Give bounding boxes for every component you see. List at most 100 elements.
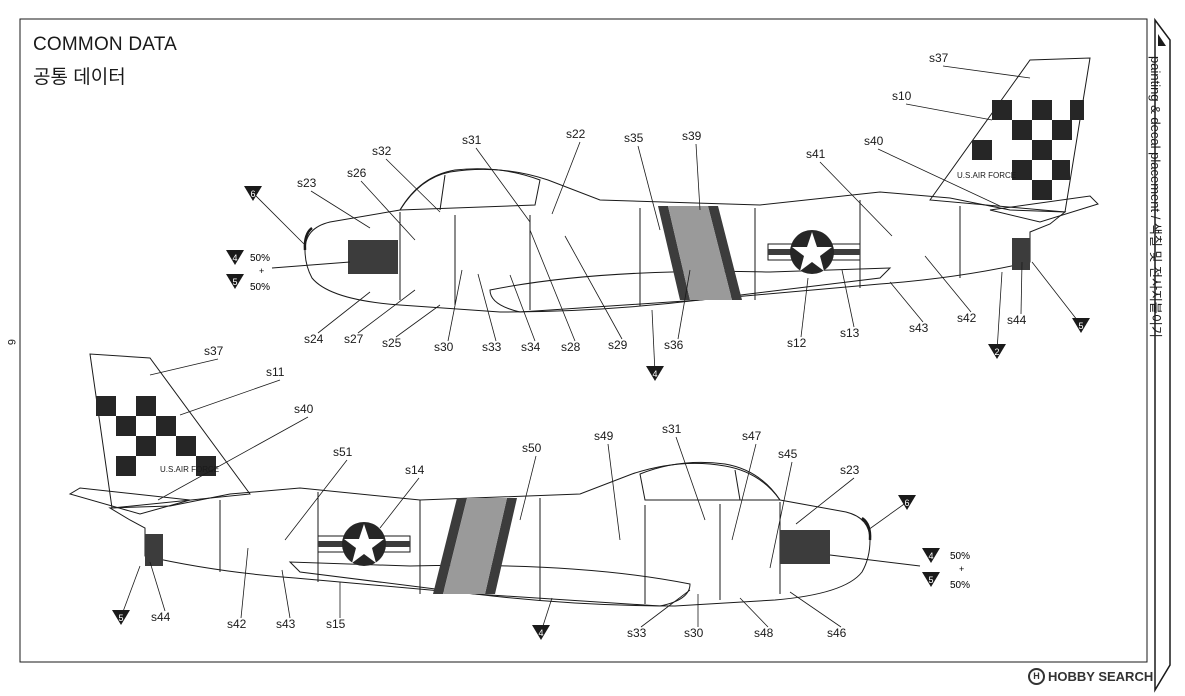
top-leader-line bbox=[889, 281, 924, 323]
top-leader-line bbox=[475, 147, 531, 223]
top-leader-line bbox=[564, 235, 623, 340]
bottom-decal-label: s46 bbox=[827, 626, 847, 640]
top-decal-label: s33 bbox=[482, 340, 502, 354]
page-frame bbox=[19, 18, 1148, 663]
mix-plus-bottom: + bbox=[959, 564, 964, 574]
bottom-leader-line bbox=[281, 569, 291, 619]
top-leader-line bbox=[877, 148, 1001, 207]
bottom-leader-line bbox=[179, 379, 281, 416]
bottom-leader-line bbox=[379, 477, 420, 529]
mix-pct-a-bottom: 50% bbox=[950, 551, 970, 562]
mix-note-bottom: 4 50% + 5 50% bbox=[829, 548, 970, 591]
top-decal-label: s41 bbox=[806, 147, 826, 161]
bottom-decal-label: s37 bbox=[204, 344, 224, 358]
bottom-decal-label: s31 bbox=[662, 422, 682, 436]
top-decal-label: s28 bbox=[561, 340, 581, 354]
bottom-leader-line bbox=[149, 561, 166, 612]
bottom-leader-line bbox=[795, 477, 855, 525]
bottom-decal-label: s42 bbox=[227, 617, 247, 631]
top-leader-line bbox=[800, 277, 809, 338]
bottom-leader-line bbox=[675, 436, 706, 521]
mix-pct-a-top: 50% bbox=[250, 253, 270, 264]
paint-ref-triangle-icon bbox=[532, 625, 550, 640]
top-leader-line bbox=[385, 158, 441, 213]
mix-pct-b-bottom: 50% bbox=[950, 580, 970, 591]
top-decal-label: s12 bbox=[787, 336, 807, 350]
mix-marker-a-bottom-num: 4 bbox=[928, 551, 933, 561]
top-decal-label: s34 bbox=[521, 340, 541, 354]
tail-text-top: U.S.AIR FORCE bbox=[957, 171, 1016, 180]
bottom-leader-line bbox=[789, 591, 842, 628]
fuselage-stripe-1-bottom bbox=[485, 498, 517, 594]
top-decal-label: s37 bbox=[929, 51, 949, 65]
paint-ref-number: 2 bbox=[994, 347, 999, 357]
canopy-bottom bbox=[639, 461, 781, 501]
bottom-leader-line bbox=[731, 443, 757, 541]
mix-note-top: 4 50% + 5 50% bbox=[226, 250, 351, 293]
top-leader-line bbox=[819, 161, 893, 237]
top-decal-label: s35 bbox=[624, 131, 644, 145]
top-leader-line bbox=[357, 289, 416, 334]
paint-ref-leader-line bbox=[252, 192, 305, 245]
top-decal-label: s22 bbox=[566, 127, 586, 141]
bottom-decal-label: s48 bbox=[754, 626, 774, 640]
paint-ref-leader-line bbox=[1031, 261, 1082, 326]
bottom-decal-label: s40 bbox=[294, 402, 314, 416]
bottom-leader-line bbox=[519, 455, 537, 521]
tail-text-bottom: U.S.AIR FORCE bbox=[160, 465, 219, 474]
bottom-decal-label: s47 bbox=[742, 429, 762, 443]
bottom-decal-label: s23 bbox=[840, 463, 860, 477]
top-decal-label: s44 bbox=[1007, 313, 1027, 327]
fuselage-stripe-2-top bbox=[708, 206, 742, 300]
side-tab-label: painting & decal placement / 색칠 및 전사지붙이기 bbox=[1148, 56, 1163, 338]
gun-panel-decal-bottom bbox=[780, 530, 830, 564]
bottom-decal-label: s43 bbox=[276, 617, 296, 631]
bottom-leader-line bbox=[607, 443, 621, 541]
gun-panel-decal-top bbox=[348, 240, 398, 274]
page-title-korean: 공통 데이터 bbox=[33, 67, 126, 88]
paint-ref-triangle-icon bbox=[988, 344, 1006, 359]
top-leader-line bbox=[529, 229, 576, 342]
bottom-decal-label: s50 bbox=[522, 441, 542, 455]
bottom-decal-label: s33 bbox=[627, 626, 647, 640]
bottom-decal-label: s15 bbox=[326, 617, 346, 631]
top-leader-line bbox=[551, 141, 581, 215]
top-decal-label: s30 bbox=[434, 340, 454, 354]
mix-marker-b-top-num: 5 bbox=[232, 277, 237, 287]
fuselage-stripe-1-top bbox=[658, 206, 690, 300]
bottom-leader-line bbox=[284, 459, 348, 541]
fuselage-outline-bottom bbox=[108, 462, 871, 607]
top-leader-line bbox=[310, 190, 371, 229]
hobby-search-logo-icon: H bbox=[1028, 668, 1045, 686]
paint-ref-number: 5 bbox=[118, 613, 123, 623]
paint-ref-leader-line bbox=[996, 271, 1003, 352]
top-leader-line bbox=[942, 65, 1031, 79]
paint-ref-number: 4 bbox=[538, 628, 543, 638]
top-decal-label: s36 bbox=[664, 338, 684, 352]
top-leader-line bbox=[1020, 261, 1023, 315]
top-leader-line bbox=[924, 255, 972, 313]
tail-band-top bbox=[1012, 238, 1030, 270]
bottom-leader-line bbox=[640, 589, 691, 628]
paint-ref-number: 6 bbox=[250, 189, 255, 199]
bottom-decal-label: s14 bbox=[405, 463, 425, 477]
paint-ref-triangle-icon bbox=[646, 366, 664, 381]
bottom-decal-label: s44 bbox=[151, 610, 171, 624]
top-decal-label: s26 bbox=[347, 166, 367, 180]
top-leader-line bbox=[841, 269, 855, 328]
canopy-top bbox=[399, 168, 541, 211]
top-decal-label: s39 bbox=[682, 129, 702, 143]
bottom-leader-line bbox=[769, 461, 793, 569]
wing-bottom bbox=[288, 561, 691, 607]
paint-ref-number: 6 bbox=[904, 498, 909, 508]
mix-marker-a-top bbox=[226, 250, 244, 265]
tail-band-bottom bbox=[145, 534, 163, 566]
paint-ref-triangle-icon bbox=[898, 495, 916, 510]
tail-fin-bottom bbox=[89, 353, 251, 509]
top-decal-label: s27 bbox=[344, 332, 364, 346]
top-leader-line bbox=[905, 103, 993, 121]
mix-plus-top: + bbox=[259, 266, 264, 276]
tail-checkerboard-bottom bbox=[96, 396, 216, 476]
